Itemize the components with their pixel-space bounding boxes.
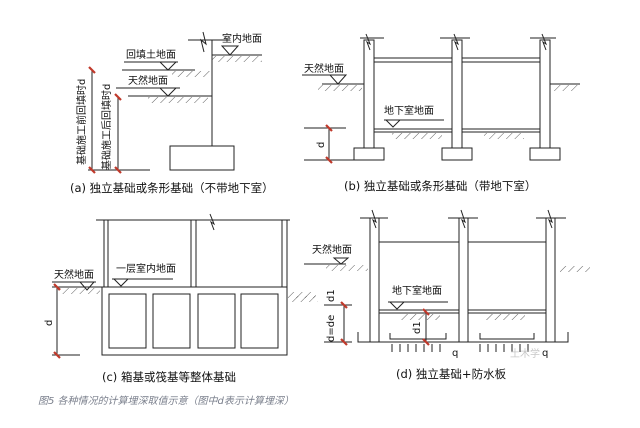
drawing-stroke (392, 133, 442, 139)
drawing-stroke (290, 296, 318, 302)
cell-1 (108, 293, 147, 349)
drawing-stroke (53, 283, 61, 291)
drawing-stroke (365, 33, 372, 51)
drawing-stroke (340, 338, 348, 346)
panel-c: 一层室内地面 天然地面 d (c) 箱基或筏基等整体基础 (44, 213, 316, 384)
label-natural-ground: 天然地面 (128, 74, 168, 87)
label-natural-ground: 天然地面 (54, 268, 94, 281)
label-basement-floor: 地下室地面 (384, 104, 434, 117)
drawing-stroke (389, 333, 447, 340)
caption-b: (b) 独立基础或条形基础（带地下室） (344, 179, 536, 193)
figure-caption: 图5 各种情况的计算埋深取值示意（图中d表示计算埋深） (38, 395, 294, 407)
drawing-stroke (340, 301, 348, 309)
drawing-stroke (212, 56, 262, 62)
drawing-stroke (422, 338, 430, 346)
drawing-stroke (326, 265, 368, 271)
drawing-stroke (58, 288, 100, 294)
drawing-stroke (422, 308, 430, 316)
label-backfill-ground: 回填土地面 (126, 48, 176, 61)
label-d: d (44, 320, 55, 326)
label-natural-ground: 天然地面 (312, 243, 352, 256)
drawing-stroke (328, 74, 348, 85)
column-left (369, 217, 380, 343)
drawing-stroke (547, 209, 553, 229)
drawing-stroke (560, 266, 590, 272)
label-d1-top: d1 (326, 289, 337, 302)
footing (169, 145, 235, 171)
drawing-stroke (353, 147, 385, 161)
drawing-stroke (529, 147, 561, 161)
label-basement-floor: 一层室内地面 (116, 262, 176, 275)
cell-3 (197, 293, 236, 349)
break-symbol (200, 31, 207, 53)
drawing-stroke (552, 85, 578, 91)
pressure-arrows-right (479, 344, 529, 352)
label-d-outer: 基础施工前回填时d (75, 79, 88, 165)
drawing-stroke (371, 209, 377, 229)
watermark: 土木学 (510, 347, 540, 360)
drawing-stroke (388, 301, 406, 310)
drawing-stroke (158, 61, 178, 71)
drawing-stroke (88, 166, 96, 174)
drawing-stroke (114, 166, 122, 174)
column-right (545, 217, 556, 343)
caption-d: (d) 独立基础+防水板 (396, 367, 507, 381)
label-d1-inner: d1 (412, 321, 423, 334)
label-basement-floor: 地下室地面 (392, 284, 442, 297)
panel-a: 室内地面 回填土地面 天然地面 基础施工前回填时d 基础施工后回填时d (a) … (70, 31, 274, 195)
column-middle (451, 39, 463, 149)
column-right (539, 39, 551, 149)
drawing-stroke (479, 333, 535, 340)
drawing-stroke (112, 278, 130, 287)
drawing-stroke (78, 281, 96, 291)
label-indoor-ground: 室内地面 (222, 32, 262, 45)
drawing-stroke (460, 209, 466, 229)
drawing-stroke (485, 314, 525, 320)
label-d: d (316, 142, 327, 148)
drawing-stroke (158, 87, 178, 97)
cell-4 (240, 293, 279, 349)
column-middle (458, 217, 469, 343)
label-q-left: q (452, 348, 458, 359)
drawing-stroke (441, 147, 473, 161)
drawing-stroke (114, 93, 122, 101)
drawing-stroke (172, 71, 212, 77)
drawing-stroke (325, 156, 333, 164)
raft-box (101, 286, 288, 356)
label-q-right: q (542, 348, 548, 359)
panel-b: 天然地面 地下室地面 d (b) 独立基础或条形基础（带地下室） (302, 33, 580, 193)
label-d-de: d=de (326, 315, 337, 342)
drawing-stroke (400, 314, 440, 320)
drawing-stroke (88, 66, 96, 74)
drawing-stroke (288, 292, 316, 298)
cell-2 (152, 293, 191, 349)
column-left (363, 39, 375, 149)
drawing-stroke (332, 257, 350, 265)
caption-c: (c) 箱基或筏基等整体基础 (102, 370, 236, 384)
drawing-stroke (384, 119, 402, 128)
label-natural-ground: 天然地面 (304, 62, 344, 75)
drawing-stroke (453, 33, 460, 51)
drawing-stroke (53, 351, 61, 359)
drawing-stroke (484, 133, 524, 139)
drawing-stroke (541, 33, 548, 51)
drawing-stroke (148, 97, 208, 103)
drawing-stroke (209, 213, 216, 231)
ground-marker (220, 45, 240, 56)
drawing-stroke (318, 85, 362, 91)
label-d-inner: 基础施工后回填时d (100, 84, 113, 170)
drawing-stroke (325, 124, 333, 132)
pressure-arrows-left (391, 344, 441, 352)
waterproof-slab (357, 332, 569, 343)
panel-d: q q 天然地面 地下室地面 d1 d=de d1 土木学 (d) 独立基础+防… (290, 209, 590, 381)
caption-a: (a) 独立基础或条形基础（不带地下室） (70, 181, 274, 195)
